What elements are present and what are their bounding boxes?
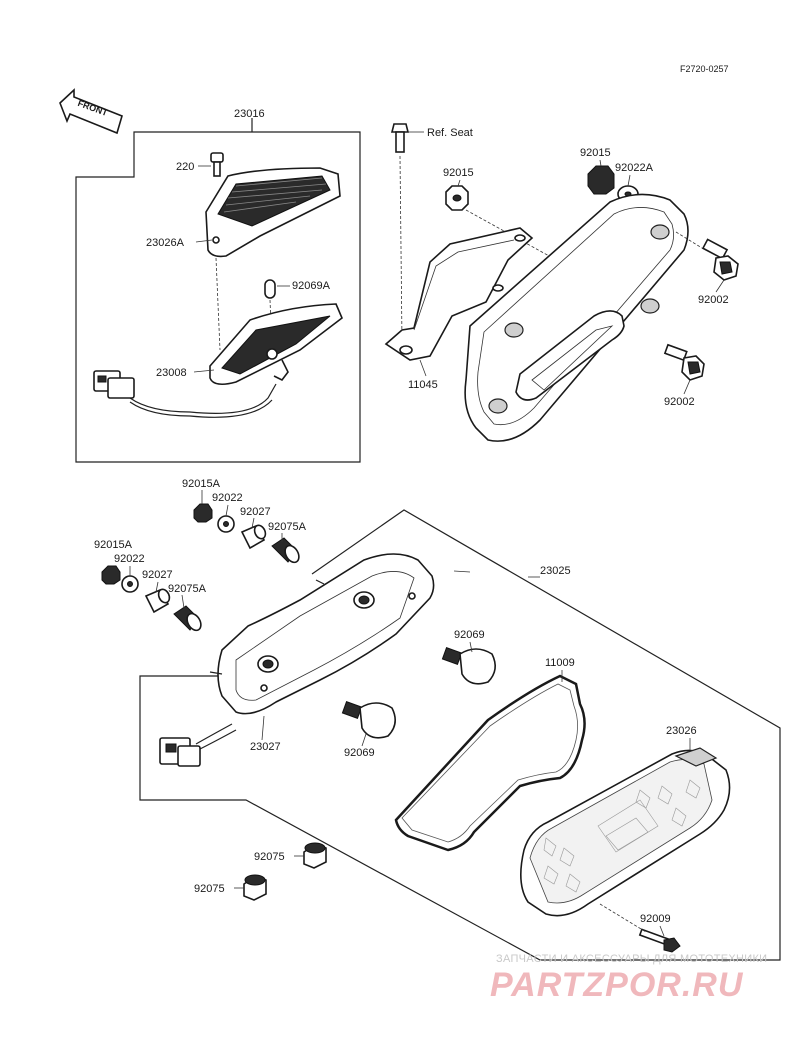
group-23025-frame [139,509,781,961]
label-23008: 23008 [156,367,187,379]
grommet-92075-b-icon [243,874,267,901]
grommet-92075-a-icon [303,842,327,869]
label-92009: 92009 [640,913,671,925]
gasket-11009 [394,674,586,852]
grommet-92075A-left-icon [173,605,202,632]
front-arrow-icon: FRONT [59,88,123,135]
label-92022A: 92022A [615,162,654,174]
bulb-92069-bottom-icon [341,700,396,739]
taillight-lens-23026 [520,747,731,917]
label-23027: 23027 [250,741,281,753]
label-92069-top: 92069 [454,629,485,641]
label-92015-right: 92015 [580,147,611,159]
label-92027-left: 92027 [142,569,173,581]
license-plate-bracket [464,193,689,442]
label-11045: 11045 [408,379,438,391]
label-92075A-left: 92075A [168,583,207,595]
taillight-connector [159,723,237,767]
license-lens-23026A [205,167,341,258]
nut-92015A-top-icon [193,503,213,523]
bulb-92069A-icon [264,279,276,299]
label-23016: 23016 [234,108,265,120]
bulb-92069-top-icon [441,646,496,685]
nut-92015A-left-icon [101,565,121,585]
label-11009: 11009 [545,657,575,669]
ref-seat-bolt-icon [390,123,410,153]
ref-seat-label: Ref. Seat [427,127,473,139]
label-92075-a: 92075 [254,851,285,863]
label-92075-b: 92075 [194,883,225,895]
screw-92009-icon [638,928,681,953]
label-92015-left: 92015 [443,167,474,179]
collar-92027-left-icon [144,588,171,614]
nut-92015-left-icon [445,185,469,211]
label-92015A-top: 92015A [182,478,221,490]
figure-code: F2720-0257 [680,64,729,74]
bolt-92002-top-icon [701,238,739,281]
label-92069A: 92069A [292,280,331,292]
nut-92015-right-icon [587,165,615,195]
label-92069-bottom: 92069 [344,747,375,759]
license-housing-23008 [209,303,343,386]
grommet-92075A-top-icon [271,537,300,564]
group-23016-frame [75,118,361,463]
screw-220-icon [210,152,224,177]
washer-92022-top-icon [217,515,235,533]
label-220: 220 [176,161,194,173]
label-92027-top: 92027 [240,506,271,518]
collar-92027-top-icon [240,524,267,550]
label-23025: 23025 [540,565,571,577]
label-92022-left: 92022 [114,553,145,565]
label-23026: 23026 [666,725,697,737]
washer-92022-left-icon [121,575,139,593]
bracket-11045 [384,227,534,361]
label-92015A-left: 92015A [94,539,133,551]
label-92022-top: 92022 [212,492,243,504]
bolt-92002-bottom-icon [663,343,705,381]
watermark-brand: PARTZPOR.RU [490,966,744,1004]
taillight-base-23027 [209,553,435,715]
label-23026A: 23026A [146,237,185,249]
watermark-caption: ЗАПЧАСТИ И АКСЕССУАРЫ ДЛЯ МОТОТЕХНИКИ [496,953,767,965]
label-92002-top: 92002 [698,294,729,306]
license-wire-connector [93,370,277,418]
label-92075A-top: 92075A [268,521,307,533]
label-92002-bottom: 92002 [664,396,695,408]
